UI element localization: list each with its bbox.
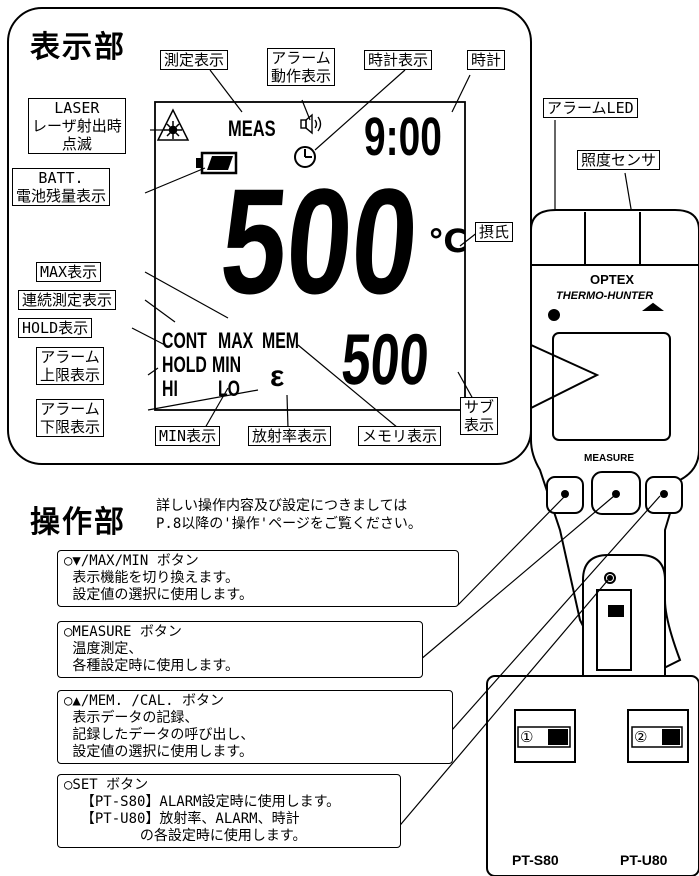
battery-label-line-1: BATT. bbox=[38, 169, 84, 187]
button-desc-line: 【PT-S80】ALARM設定時に使用します。 bbox=[64, 794, 341, 810]
alarm-action-label: アラーム 動作表示 bbox=[267, 48, 336, 86]
battery-label: BATT. 電池残量表示 bbox=[12, 168, 111, 206]
meas-display-label: 測定表示 bbox=[160, 50, 229, 70]
lcd-cont: CONT bbox=[162, 328, 207, 353]
button-desc-line: 温度測定、 bbox=[64, 641, 143, 657]
emissivity-display-label: 放射率表示 bbox=[248, 426, 332, 446]
alarm-lower-label: アラーム 下限表示 bbox=[36, 399, 105, 437]
lcd-clock-value: 9:00 bbox=[364, 107, 442, 167]
operation-section-title: 操作部 bbox=[30, 505, 126, 540]
alarm-upper-label-line-1: アラーム bbox=[40, 348, 100, 366]
alarm-upper-label: アラーム 上限表示 bbox=[36, 347, 105, 385]
button-desc-line: の各設定時に使用します。 bbox=[64, 828, 307, 844]
operation-note-line-1: 詳しい操作内容及び設定につきましては bbox=[156, 498, 408, 514]
button-desc-mem-cal: ○▲/MEM. /CAL. ボタン 表示データの記録、 記録したデータの呼び出し… bbox=[57, 690, 453, 764]
operation-note-line-2: P.8以降の'操作'ページをご覧ください。 bbox=[156, 516, 422, 532]
laser-label-line-1: LASER bbox=[54, 99, 100, 117]
lcd-unit: ℃ bbox=[428, 223, 467, 259]
alarm-lower-label-line-1: アラーム bbox=[40, 400, 100, 418]
button-desc-line: ○SET ボタン bbox=[64, 777, 149, 793]
clock-label: 時計 bbox=[467, 50, 506, 70]
lcd-main-value: 500 bbox=[215, 157, 425, 325]
sub-display-label-line-1: サブ bbox=[464, 398, 495, 416]
button-desc-line: ○MEASURE ボタン bbox=[64, 624, 182, 640]
sub-display-label: サブ 表示 bbox=[460, 397, 499, 435]
sub-display-label-line-2: 表示 bbox=[464, 416, 495, 434]
switch-left-number: ① bbox=[520, 728, 534, 746]
memory-display-label: メモリ表示 bbox=[358, 426, 442, 446]
operation-note: 詳しい操作内容及び設定につきましては P.8以降の'操作'ページをご覧ください。 bbox=[156, 497, 422, 533]
variant-right-label: PT-U80 bbox=[620, 852, 668, 868]
lcd-max: MAX bbox=[218, 328, 254, 353]
lcd-hold: HOLD bbox=[162, 352, 207, 377]
button-desc-line: 設定値の選択に使用します。 bbox=[64, 587, 254, 603]
laser-label-line-3: 点滅 bbox=[61, 135, 92, 153]
button-desc-line: 表示データの記録、 bbox=[64, 710, 199, 726]
variant-left-label: PT-S80 bbox=[512, 852, 559, 868]
cont-display-label: 連続測定表示 bbox=[18, 290, 117, 310]
laser-label: LASER レーザ射出時 点滅 bbox=[28, 98, 126, 154]
speaker-icon bbox=[300, 113, 322, 135]
lcd-mem: MEM bbox=[262, 328, 299, 353]
device-model: THERMO-HUNTER bbox=[556, 290, 654, 302]
celsius-label: 摂氏 bbox=[475, 222, 514, 242]
button-desc-line: 記録したデータの呼び出し、 bbox=[64, 727, 255, 743]
lcd-lo: LO bbox=[218, 376, 241, 401]
button-desc-line: 各種設定時に使用します。 bbox=[64, 658, 240, 674]
button-desc-line: 【PT-U80】放射率、ALARM、時計 bbox=[64, 811, 300, 827]
laser-warning-icon bbox=[156, 108, 190, 141]
button-desc-line: 設定値の選択に使用します。 bbox=[64, 744, 254, 760]
laser-label-line-2: レーザ射出時 bbox=[32, 117, 122, 135]
lcd-sub-value: 500 bbox=[338, 320, 432, 400]
device-measure-label: MEASURE bbox=[584, 453, 635, 464]
lcd-hi: HI bbox=[162, 376, 178, 401]
button-desc-line: ○▲/MEM. /CAL. ボタン bbox=[64, 693, 225, 709]
device-brand: OPTEX bbox=[590, 272, 635, 287]
lcd-min: MIN bbox=[212, 352, 242, 377]
min-display-label: MIN表示 bbox=[155, 426, 221, 446]
lcd-epsilon: ε bbox=[270, 360, 285, 393]
alarm-lower-label-line-2: 下限表示 bbox=[40, 418, 101, 436]
lcd-meas: MEAS bbox=[228, 116, 276, 141]
display-section-title: 表示部 bbox=[30, 30, 126, 65]
clock-display-label: 時計表示 bbox=[364, 50, 433, 70]
switch-right-number: ② bbox=[634, 728, 648, 746]
alarm-action-label-line-2: 動作表示 bbox=[271, 67, 332, 85]
max-display-label: MAX表示 bbox=[36, 262, 102, 282]
hold-display-label: HOLD表示 bbox=[18, 318, 93, 338]
light-sensor-label: 照度センサ bbox=[577, 150, 661, 170]
button-desc-line: 表示機能を切り換えます。 bbox=[64, 570, 240, 586]
battery-icon bbox=[196, 151, 238, 175]
button-desc-max-min: ○▼/MAX/MIN ボタン 表示機能を切り換えます。 設定値の選択に使用します… bbox=[57, 550, 459, 607]
clock-icon bbox=[294, 146, 316, 168]
alarm-led-label: アラームLED bbox=[543, 98, 638, 118]
alarm-upper-label-line-2: 上限表示 bbox=[40, 366, 101, 384]
button-desc-line: ○▼/MAX/MIN ボタン bbox=[64, 553, 199, 569]
alarm-action-label-line-1: アラーム bbox=[271, 49, 331, 67]
button-desc-set: ○SET ボタン 【PT-S80】ALARM設定時に使用します。 【PT-U80… bbox=[57, 774, 401, 848]
button-desc-measure: ○MEASURE ボタン 温度測定、 各種設定時に使用します。 bbox=[57, 621, 423, 678]
battery-label-line-2: 電池残量表示 bbox=[16, 187, 107, 205]
